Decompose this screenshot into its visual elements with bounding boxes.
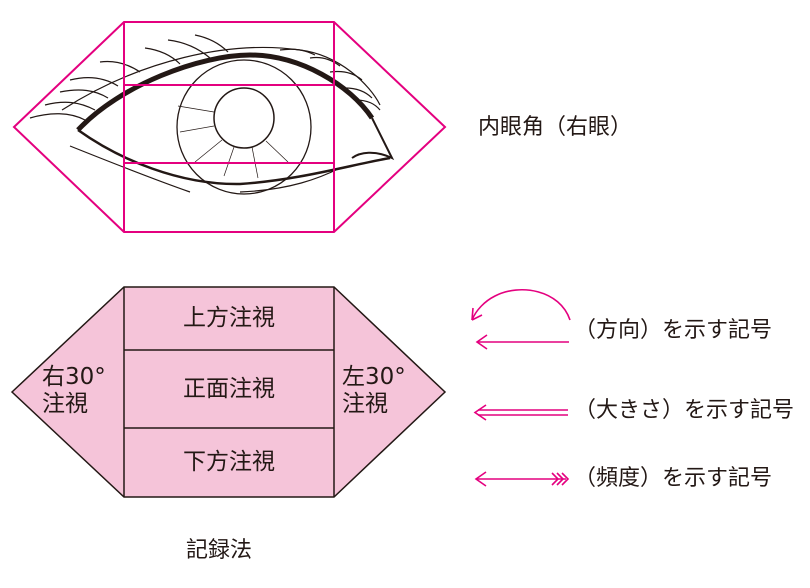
legend-magnitude-label: （大きさ）を示す記号 <box>574 398 795 423</box>
eye-illustration <box>29 34 395 195</box>
right-30-gaze-label: 注視 <box>42 391 88 417</box>
primary-gaze-cell: 正面注視 <box>183 376 275 402</box>
right-30-gaze-cell: 右30° 注視 <box>42 366 126 416</box>
upward-gaze-cell: 上方注視 <box>183 305 275 331</box>
legend-direction-label: （方向）を示す記号 <box>574 318 773 343</box>
left-30-gaze-label: 注視 <box>342 391 388 417</box>
left-30-label: 左30° <box>342 364 406 390</box>
right-30-label: 右30° <box>42 364 106 390</box>
frequency-feathered-arrow-icon <box>474 471 570 487</box>
downward-gaze-cell: 下方注視 <box>183 449 275 475</box>
magnitude-double-arrow-icon <box>473 404 568 421</box>
direction-curved-arrow-icon <box>471 289 571 321</box>
direction-arrow-icon <box>475 334 569 350</box>
left-30-gaze-cell: 左30° 注視 <box>342 366 426 416</box>
recording-chart <box>10 286 447 498</box>
legend-frequency-label: （頻度）を示す記号 <box>574 466 773 491</box>
inner-canthus-label: 内眼角（右眼） <box>478 115 633 140</box>
gaze-frame-overlay <box>12 21 447 233</box>
recording-method-caption: 記録法 <box>186 538 253 563</box>
